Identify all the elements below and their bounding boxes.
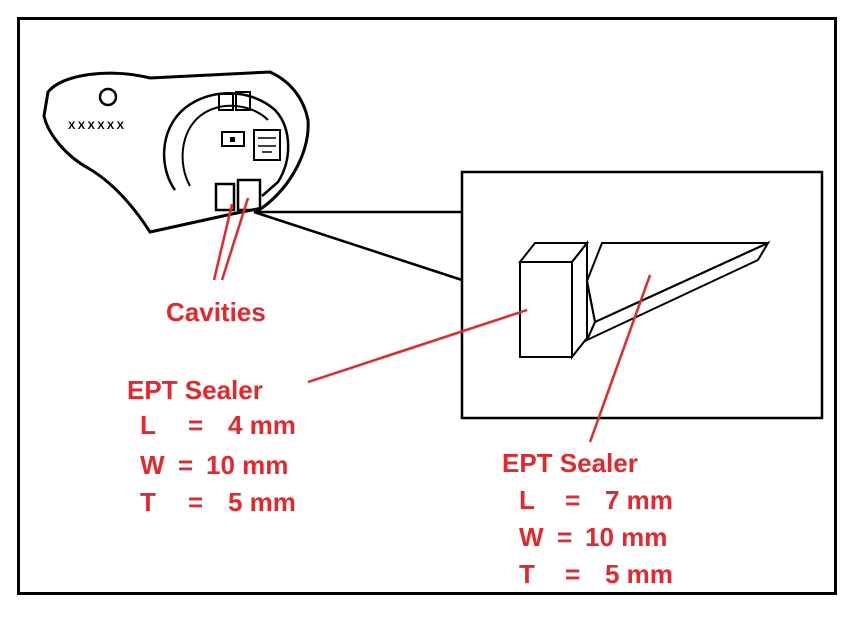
small-dim-l-val: 4 mm bbox=[228, 410, 296, 440]
center-dot bbox=[230, 137, 235, 142]
top-tab-1 bbox=[218, 93, 234, 111]
small-dim-t-key: T bbox=[140, 487, 156, 517]
small-dim-t-val: 5 mm bbox=[228, 487, 296, 517]
small-sealer-leader bbox=[307, 308, 528, 384]
cavity-right bbox=[236, 178, 262, 212]
small-dim-w-key: W bbox=[140, 450, 165, 480]
large-dim-w-eq: = bbox=[557, 522, 573, 552]
zoom-line-bottom bbox=[253, 210, 463, 282]
large-sealer-title: EPT Sealer bbox=[502, 448, 638, 478]
large-dim-w-val: 10 mm bbox=[585, 522, 668, 552]
small-dim-l-key: L bbox=[140, 410, 156, 440]
housing-hole bbox=[98, 87, 118, 107]
large-dim-l-key: L bbox=[519, 485, 535, 515]
inset-box bbox=[460, 170, 824, 420]
inner-arc-2 bbox=[181, 104, 269, 187]
cavity-leader-1 bbox=[212, 203, 234, 281]
small-sealer-block bbox=[517, 240, 590, 360]
diagram-frame bbox=[17, 17, 837, 595]
top-tab-2 bbox=[235, 91, 251, 111]
cavity-leader-2 bbox=[220, 197, 250, 281]
small-sealer-title: EPT Sealer bbox=[127, 375, 263, 405]
inner-arc bbox=[163, 92, 290, 197]
large-sealer-wedge bbox=[584, 240, 771, 343]
small-dim-w-val: 10 mm bbox=[206, 450, 289, 480]
part-marking: XXXXXX bbox=[68, 120, 125, 132]
small-dim-w-eq: = bbox=[178, 450, 194, 480]
large-sealer-leader bbox=[588, 274, 652, 443]
large-dim-t-eq: = bbox=[565, 559, 581, 589]
small-dim-t-eq: = bbox=[188, 487, 204, 517]
small-dim-l-eq: = bbox=[188, 410, 204, 440]
leader-lines bbox=[212, 197, 652, 443]
right-box bbox=[253, 129, 281, 161]
large-dim-l-eq: = bbox=[565, 485, 581, 515]
center-block bbox=[221, 131, 245, 147]
right-box-detail bbox=[258, 137, 276, 153]
large-dim-t-val: 5 mm bbox=[605, 559, 673, 589]
large-dim-l-val: 7 mm bbox=[605, 485, 673, 515]
cavity-left bbox=[214, 182, 236, 212]
large-dim-t-key: T bbox=[519, 559, 535, 589]
large-dim-w-key: W bbox=[519, 522, 544, 552]
housing-outline bbox=[42, 70, 310, 234]
cavities-label: Cavities bbox=[166, 297, 266, 327]
